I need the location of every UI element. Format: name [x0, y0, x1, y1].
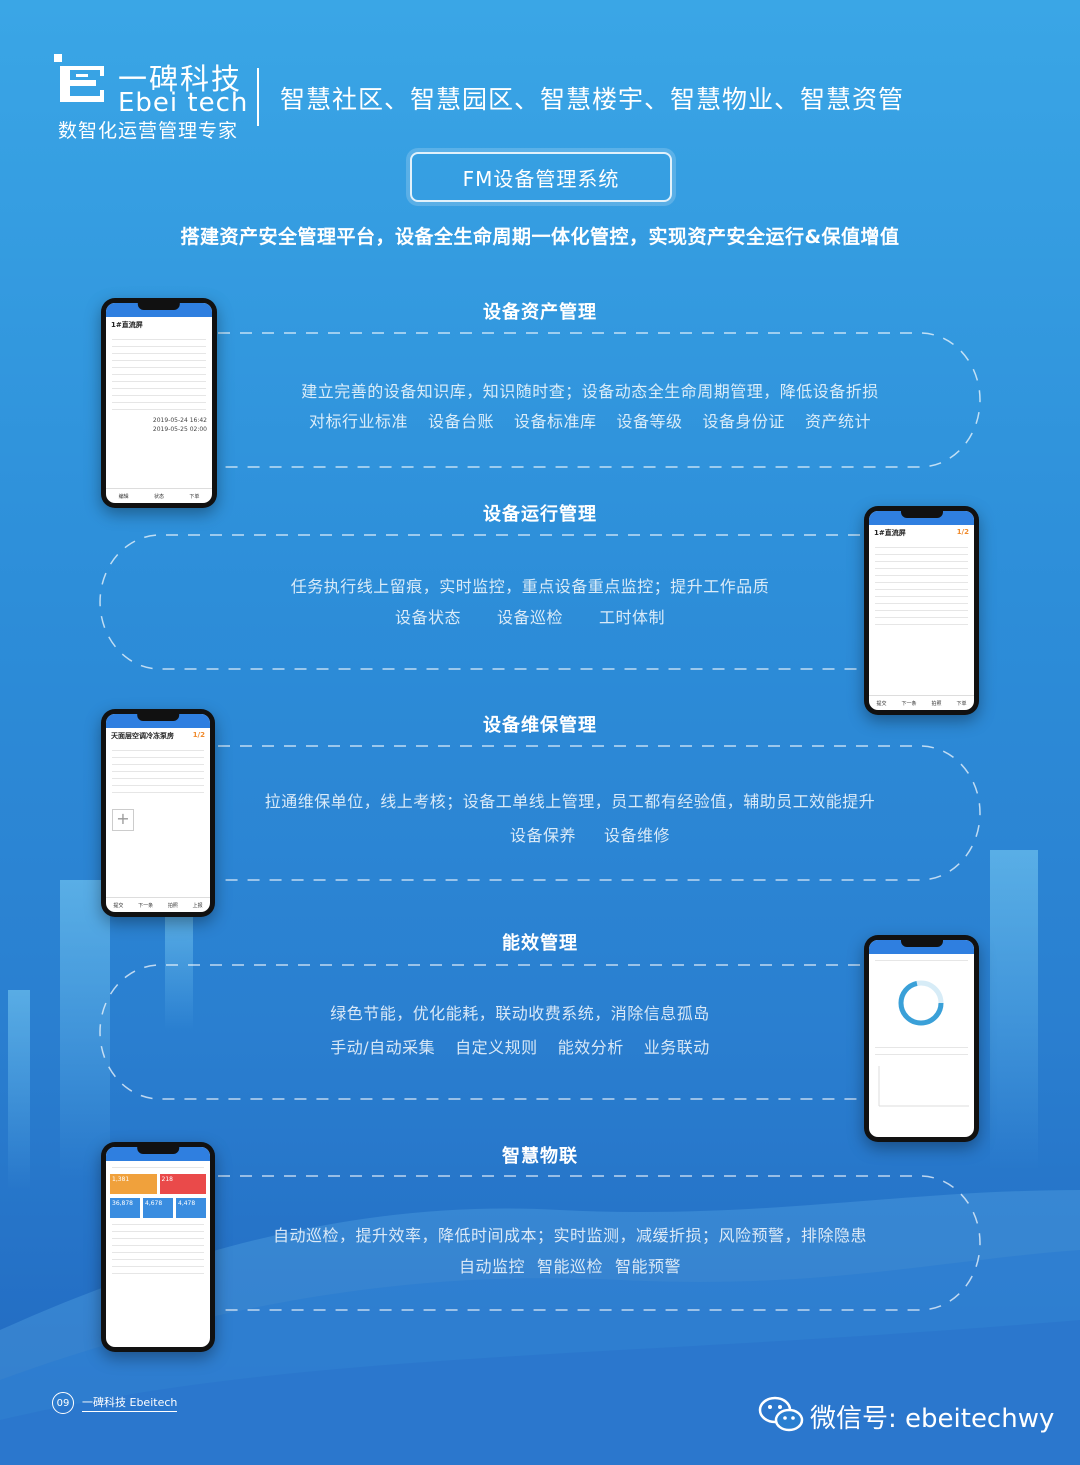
section-tags-energy: 手动/自动采集自定义规则能效分析业务联动 — [160, 1034, 880, 1058]
section-tags-operation: 设备状态 设备巡检 工时体制 — [160, 604, 900, 628]
tag: 设备等级 — [616, 412, 683, 431]
wechat-icon — [758, 1396, 804, 1432]
wechat-account: 微信号: ebeitechwy — [810, 1404, 1055, 1434]
stat-card: 1,381 — [110, 1174, 157, 1194]
section-title-maintenance: 设备维保管理 — [483, 715, 597, 736]
phone-tab: 下一条 — [901, 700, 917, 707]
section-desc-asset: 建立完善的设备知识库，知识随时查；设备动态全生命周期管理，降低设备折损 — [301, 382, 879, 401]
footer-brand: 一碑科技 Ebeitech — [82, 1394, 178, 1412]
phone-tabbar: 提交 下一条 拍照 上报 — [106, 897, 210, 912]
section-tags-maintenance: 设备保养 设备维修 — [220, 822, 960, 846]
phone-tab: 提交 — [876, 700, 887, 707]
brand-name-cn: 一碑科技 — [118, 62, 243, 96]
tag: 自动监控 — [458, 1257, 525, 1276]
stat-card: 4,478 — [176, 1198, 206, 1218]
tag: 设备台账 — [427, 412, 494, 431]
header-divider — [257, 68, 259, 126]
tag: 设备标准库 — [513, 412, 597, 431]
tag: 手动/自动采集 — [330, 1038, 436, 1057]
header-tagline: 智慧社区、智慧园区、智慧楼宇、智慧物业、智慧资管 — [280, 85, 905, 114]
phone-tabbar: 编辑 状态 下单 — [106, 488, 212, 503]
stat-card: 36,878 — [110, 1198, 140, 1218]
phone-page: 1/2 — [192, 731, 205, 739]
phone-title: 天面层空调冷冻泵房 — [111, 732, 174, 740]
phone-tab: 上报 — [192, 902, 203, 909]
phone-tab: 提交 — [113, 902, 124, 909]
tag: 设备巡检 — [496, 608, 563, 627]
tag: 设备身份证 — [702, 412, 786, 431]
section-title-asset: 设备资产管理 — [483, 302, 597, 323]
phone-title: 1#直流屏 — [874, 529, 906, 537]
section-title-operation: 设备运行管理 — [483, 504, 597, 525]
section-desc-energy: 绿色节能，优化能耗，联动收费系统，消除信息孤岛 — [330, 1004, 710, 1023]
phone-tab: 下单 — [956, 700, 967, 707]
phone-screen: 1,381 218 36,878 4,678 4,478 — [106, 1147, 210, 1347]
section-tags-asset: 对标行业标准设备台账设备标准库设备等级设备身份证资产统计 — [230, 408, 950, 432]
system-title-box: FM设备管理系统 — [410, 152, 672, 202]
section-desc-operation: 任务执行线上留痕，实时监控，重点设备重点监控；提升工作品质 — [290, 577, 770, 596]
add-photo-icon: + — [112, 809, 134, 831]
section-title-energy: 能效管理 — [502, 933, 578, 954]
tag: 对标行业标准 — [308, 412, 408, 431]
stat-card: 4,678 — [143, 1198, 173, 1218]
phone-time: 2019-05-24 16:42 — [152, 417, 207, 424]
energy-line-chart — [878, 1066, 969, 1107]
phone-tab: 编辑 — [118, 493, 129, 500]
tag: 工时体制 — [599, 608, 666, 627]
phone-screen: 1#直流屏 1/2 提交 下一条 拍照 下单 — [869, 511, 974, 710]
section-desc-iot: 自动巡检，提升效率，降低时间成本；实时监测，减缓折损；风险预警，排除隐患 — [272, 1226, 867, 1245]
phone-mockup-iot: 1,381 218 36,878 4,678 4,478 — [101, 1142, 215, 1352]
phone-time: 2019-05-25 02:00 — [152, 426, 207, 433]
phone-tab: 下一条 — [138, 902, 154, 909]
phone-screen: 天面层空调冷冻泵房 1/2 + 提交 下一条 拍照 上报 — [106, 714, 210, 912]
phone-mockup-energy — [864, 935, 979, 1142]
section-desc-maintenance: 拉通维保单位，线上考核；设备工单线上管理，员工都有经验值，辅助员工效能提升 — [264, 792, 876, 811]
tag: 能效分析 — [557, 1038, 624, 1057]
tag: 业务联动 — [643, 1038, 710, 1057]
tag: 设备状态 — [394, 608, 461, 627]
tag: 自定义规则 — [455, 1038, 538, 1057]
phone-page: 1/2 — [956, 528, 969, 536]
energy-ring-chart — [898, 980, 944, 1026]
phone-tab: 状态 — [153, 493, 164, 500]
tag: 设备保养 — [509, 826, 576, 845]
phone-tab: 下单 — [189, 493, 200, 500]
page-number: 09 — [52, 1392, 74, 1414]
tag: 资产统计 — [805, 412, 872, 431]
slogan: 搭建资产安全管理平台，设备全生命周期一体化管控，实现资产安全运行&保值增值 — [180, 226, 900, 248]
system-title: FM设备管理系统 — [462, 166, 620, 191]
stat-card: 218 — [159, 1174, 206, 1194]
phone-title: 1#直流屏 — [111, 321, 143, 329]
phone-mockup-maintenance: 天面层空调冷冻泵房 1/2 + 提交 下一条 拍照 上报 — [101, 709, 215, 917]
phone-screen — [869, 940, 974, 1137]
section-tags-iot: 自动监控智能巡检智能预警 — [220, 1253, 920, 1277]
tag: 智能巡检 — [536, 1257, 603, 1276]
brand-name-en: Ebei tech — [118, 88, 249, 118]
phone-mockup-asset: 1#直流屏 2019-05-24 16:42 2019-05-25 02:00 … — [101, 298, 217, 508]
tag: 智能预警 — [615, 1257, 682, 1276]
phone-tab: 拍照 — [167, 902, 178, 909]
phone-tab: 拍照 — [931, 700, 942, 707]
brand-subtitle: 数智化运营管理专家 — [58, 120, 239, 142]
phone-tabbar: 提交 下一条 拍照 下单 — [869, 695, 974, 710]
section-title-iot: 智慧物联 — [502, 1146, 578, 1167]
phone-mockup-operation: 1#直流屏 1/2 提交 下一条 拍照 下单 — [864, 506, 979, 715]
ebei-logo-icon — [54, 54, 104, 102]
phone-screen: 1#直流屏 2019-05-24 16:42 2019-05-25 02:00 … — [106, 303, 212, 503]
tag: 设备维修 — [604, 826, 671, 845]
